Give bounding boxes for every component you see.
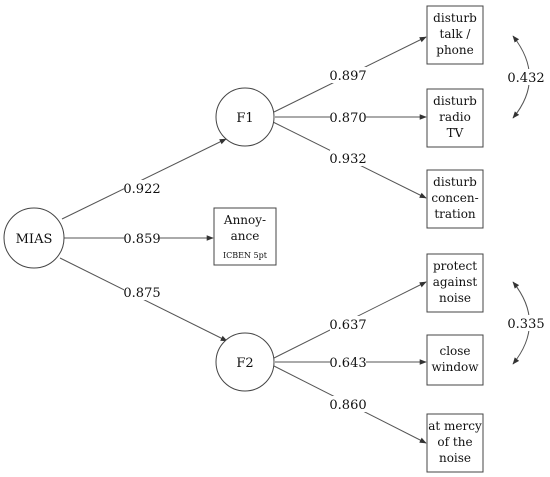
coef-f1-radio: 0.870 bbox=[329, 109, 367, 126]
svg-text:concen-: concen- bbox=[431, 191, 478, 205]
coef-mias-f2: 0.875 bbox=[123, 284, 161, 301]
svg-text:F2: F2 bbox=[236, 356, 253, 371]
svg-text:0.932: 0.932 bbox=[329, 152, 366, 167]
svg-text:disturb: disturb bbox=[433, 94, 477, 108]
svg-text:window: window bbox=[431, 360, 479, 374]
svg-text:0.922: 0.922 bbox=[123, 182, 160, 197]
svg-text:of the: of the bbox=[437, 435, 472, 449]
svg-text:talk /: talk / bbox=[440, 27, 472, 41]
coef-mias-f1: 0.922 bbox=[123, 180, 161, 197]
svg-text:close: close bbox=[439, 344, 470, 358]
svg-text:disturb: disturb bbox=[433, 175, 477, 189]
svg-text:tration: tration bbox=[434, 207, 476, 221]
svg-text:disturb: disturb bbox=[433, 11, 477, 25]
svg-text:ICBEN 5pt: ICBEN 5pt bbox=[223, 251, 268, 260]
coef-f1-talk: 0.897 bbox=[329, 67, 367, 84]
svg-text:0.875: 0.875 bbox=[123, 286, 160, 301]
svg-text:ance: ance bbox=[231, 229, 260, 243]
svg-text:at mercy: at mercy bbox=[428, 419, 482, 433]
coef-mias-annoyance: 0.859 bbox=[123, 230, 161, 247]
svg-text:Annoy-: Annoy- bbox=[223, 213, 266, 227]
svg-text:noise: noise bbox=[439, 291, 471, 305]
node-mias: MIAS bbox=[3, 207, 65, 269]
svg-text:TV: TV bbox=[447, 126, 464, 140]
node-protect-against-noise: protect against noise bbox=[426, 253, 484, 313]
svg-text:phone: phone bbox=[436, 43, 473, 57]
node-close-window: close window bbox=[426, 334, 484, 386]
svg-text:against: against bbox=[433, 275, 478, 289]
coef-f1-conc: 0.932 bbox=[329, 150, 367, 167]
coef-f2-protect: 0.637 bbox=[329, 316, 367, 333]
edge-mias-f1 bbox=[61, 138, 227, 220]
node-disturb-radio-tv: disturb radio TV bbox=[426, 88, 484, 148]
svg-text:0.897: 0.897 bbox=[329, 69, 366, 84]
coef-corr-f1: 0.432 bbox=[507, 69, 545, 86]
node-f1: F1 bbox=[215, 87, 275, 147]
svg-text:0.637: 0.637 bbox=[329, 318, 366, 333]
svg-text:MIAS: MIAS bbox=[16, 232, 53, 247]
svg-text:F1: F1 bbox=[236, 111, 253, 126]
node-annoyance: Annoy- ance ICBEN 5pt bbox=[213, 207, 277, 266]
svg-text:0.860: 0.860 bbox=[329, 398, 366, 413]
svg-text:0.859: 0.859 bbox=[123, 232, 160, 247]
svg-text:0.432: 0.432 bbox=[507, 71, 544, 86]
node-at-mercy-of-noise: at mercy of the noise bbox=[426, 413, 484, 473]
svg-text:noise: noise bbox=[439, 451, 471, 465]
coef-f2-close: 0.643 bbox=[329, 354, 367, 371]
svg-text:0.643: 0.643 bbox=[329, 356, 366, 371]
node-f2: F2 bbox=[215, 332, 275, 392]
node-disturb-concentration: disturb concen- tration bbox=[426, 169, 484, 229]
coef-f2-mercy: 0.860 bbox=[329, 396, 367, 413]
svg-text:radio: radio bbox=[439, 110, 471, 124]
svg-text:0.335: 0.335 bbox=[507, 317, 544, 332]
svg-text:0.870: 0.870 bbox=[329, 111, 366, 126]
coef-corr-f2: 0.335 bbox=[507, 315, 545, 332]
node-disturb-talk-phone: disturb talk / phone bbox=[426, 5, 484, 65]
svg-text:protect: protect bbox=[433, 259, 477, 273]
